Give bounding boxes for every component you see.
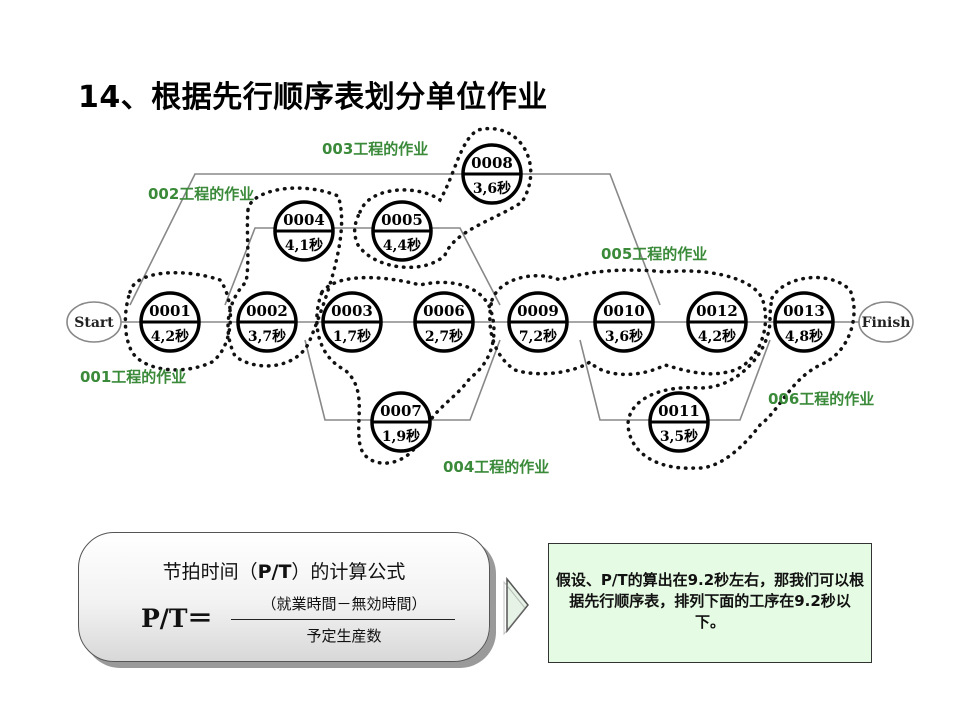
node-time: 4,4秒 xyxy=(383,237,421,254)
node-id: 0012 xyxy=(696,302,738,320)
node-0002: 0002 3,7秒 xyxy=(236,291,298,353)
group-label-005: 005工程的作业 xyxy=(601,245,707,263)
node-0013: 0013 4,8秒 xyxy=(773,291,835,353)
node-0010: 0010 3,6秒 xyxy=(593,291,655,353)
group-boundary-002 xyxy=(226,186,344,368)
node-id: 0006 xyxy=(423,302,465,320)
finish-terminal: Finish xyxy=(858,301,914,343)
assumption-note: 假设、P/T的算出在9.2秒左右，那我们可以根据先行顺序表，排列下面的工序在9.… xyxy=(548,543,872,663)
node-id: 0009 xyxy=(517,302,559,320)
node-0005: 0005 4,4秒 xyxy=(371,200,433,262)
node-time: 1,7秒 xyxy=(333,328,371,345)
group-label-004: 004工程的作业 xyxy=(443,458,549,476)
formula-denominator: 予定生産数 xyxy=(306,627,382,645)
node-0004: 0004 4,1秒 xyxy=(273,200,335,262)
group-boundaries xyxy=(123,126,856,470)
pitch-time-formula-box: 节拍时间（P/T）的计算公式 P/T＝ （就業時間－無効時間） 予定生産数 xyxy=(78,532,490,662)
formula-title-suffix: ）的计算公式 xyxy=(291,561,406,583)
group-label-006: 006工程的作业 xyxy=(768,390,874,408)
formula-title: 节拍时间（P/T）的计算公式 xyxy=(79,557,489,584)
finish-label: Finish xyxy=(862,315,911,331)
node-0006: 0006 2,7秒 xyxy=(413,291,475,353)
node-time: 3,6秒 xyxy=(605,328,643,345)
node-id: 0004 xyxy=(283,211,325,229)
fraction-line xyxy=(231,619,455,620)
node-time: 2,7秒 xyxy=(425,328,463,345)
group-boundary-006 xyxy=(626,275,856,470)
process-nodes: 0001 4,2秒 0002 3,7秒 0003 1,7秒 0004 4,1秒 xyxy=(139,143,835,453)
node-id: 0010 xyxy=(603,302,645,320)
node-id: 0007 xyxy=(380,402,422,420)
group-boundary-004 xyxy=(315,275,496,465)
group-boundary-003 xyxy=(352,126,533,269)
right-arrow-icon xyxy=(503,576,529,635)
group-boundary-001 xyxy=(123,271,233,372)
node-id: 0002 xyxy=(246,302,288,320)
node-time: 4,2秒 xyxy=(151,328,189,345)
formula-title-prefix: 节拍时间（ xyxy=(162,561,258,583)
start-label: Start xyxy=(74,315,114,331)
node-time: 3,5秒 xyxy=(660,428,698,445)
node-id: 0003 xyxy=(331,302,373,320)
node-0011: 0011 3,5秒 xyxy=(648,391,710,453)
node-time: 3,6秒 xyxy=(473,180,511,197)
node-0008: 0008 3,6秒 xyxy=(461,143,523,205)
node-id: 0001 xyxy=(149,302,191,320)
precedence-network-diagram: Start Finish 0001 4,2秒 0002 3,7秒 xyxy=(66,126,914,476)
node-0012: 0012 4,2秒 xyxy=(686,291,748,353)
connection-lines xyxy=(120,173,862,421)
formula-numerator: （就業時間－無効時間） xyxy=(261,595,427,613)
node-0009: 0009 7,2秒 xyxy=(507,291,569,353)
node-time: 3,7秒 xyxy=(248,328,286,345)
node-time: 4,1秒 xyxy=(285,237,323,254)
group-label-001: 001工程的作业 xyxy=(80,368,186,386)
group-boundary-005 xyxy=(488,268,768,377)
node-id: 0005 xyxy=(381,211,423,229)
start-terminal: Start xyxy=(66,301,122,343)
group-labels: 001工程的作业 002工程的作业 003工程的作业 004工程的作业 005工… xyxy=(80,140,874,476)
node-id: 0011 xyxy=(658,402,700,420)
node-id: 0008 xyxy=(471,154,513,172)
node-time: 4,2秒 xyxy=(698,328,736,345)
slide-title: 14、根据先行顺序表划分单位作业 xyxy=(78,80,548,115)
group-label-002: 002工程的作业 xyxy=(148,185,254,203)
node-time: 1,9秒 xyxy=(382,428,420,445)
formula-title-pt: P/T xyxy=(257,561,292,583)
group-label-003: 003工程的作业 xyxy=(322,140,428,158)
node-0003: 0003 1,7秒 xyxy=(321,291,383,353)
node-0007: 0007 1,9秒 xyxy=(370,391,432,453)
node-id: 0013 xyxy=(783,302,825,320)
node-time: 4,8秒 xyxy=(785,328,823,345)
node-0001: 0001 4,2秒 xyxy=(139,291,201,353)
formula-lhs: P/T＝ xyxy=(141,604,213,633)
node-time: 7,2秒 xyxy=(519,328,557,345)
